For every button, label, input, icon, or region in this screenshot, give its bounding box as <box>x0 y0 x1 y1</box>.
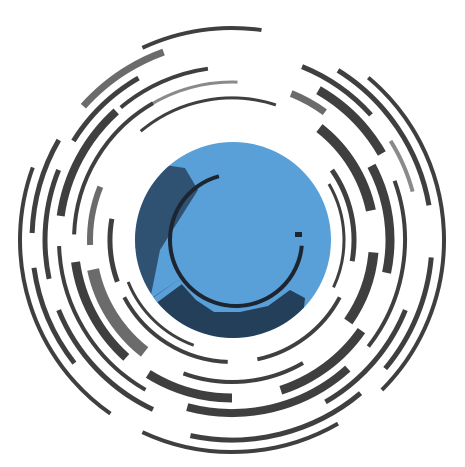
ring-segment <box>57 245 147 392</box>
ring-segment <box>87 268 149 357</box>
blue-core-circle <box>135 142 331 338</box>
core-shadow-left <box>135 160 198 320</box>
ring-segment <box>71 75 140 143</box>
ring-segment <box>71 261 130 361</box>
ring-segment <box>289 90 327 116</box>
ring-segment <box>147 80 238 108</box>
ring-segment <box>126 281 195 347</box>
ring-segment <box>18 166 112 416</box>
ring-segment <box>344 251 379 325</box>
ring-segment <box>80 48 165 109</box>
ring-segment <box>366 76 446 392</box>
ring-segment <box>327 183 346 288</box>
ring-segment <box>72 101 155 235</box>
ring-segment <box>256 296 342 362</box>
ring-segment <box>383 257 434 371</box>
ring-segment <box>42 169 61 280</box>
ring-segment <box>182 361 304 384</box>
ring-segment <box>279 328 366 395</box>
ring-segment <box>139 96 277 133</box>
ring-segment <box>56 309 155 412</box>
ring-segment <box>141 26 262 50</box>
ring-segment <box>366 180 407 348</box>
ring-segment <box>329 168 357 262</box>
core-inner-arc <box>168 174 304 308</box>
ring-segment <box>316 86 386 156</box>
ring-segment <box>141 421 339 454</box>
ring-segment <box>316 124 376 212</box>
ring-segment <box>122 296 228 364</box>
ring-segment <box>56 108 119 217</box>
ring-segment <box>367 163 395 274</box>
ring-segment <box>87 185 104 246</box>
ring-segment <box>189 391 363 443</box>
ring-segment <box>29 138 61 234</box>
ring-segment <box>31 267 77 365</box>
ring-segment <box>107 218 120 283</box>
ring-segment <box>336 68 432 206</box>
core-highlight-notch <box>150 280 182 304</box>
ring-segment <box>145 370 233 403</box>
ring-segment <box>388 139 415 193</box>
concentric-ring-segments <box>18 26 446 454</box>
core-inner-arc-tick <box>295 232 302 237</box>
ring-segment <box>119 66 209 110</box>
ring-segment <box>324 309 408 405</box>
ring-segment <box>301 64 373 117</box>
ring-segment <box>186 365 351 417</box>
